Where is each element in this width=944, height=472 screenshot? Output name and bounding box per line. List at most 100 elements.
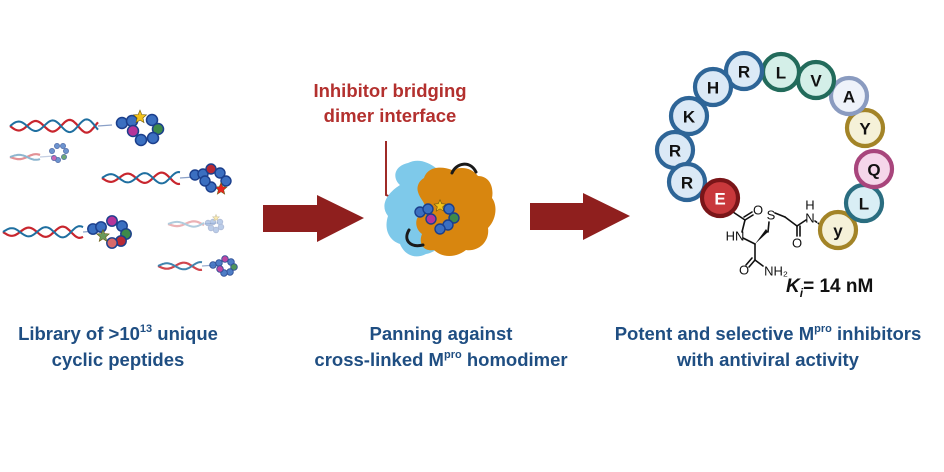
bond <box>767 221 770 233</box>
residue-letter: y <box>833 222 843 241</box>
residue-7: V <box>795 59 837 101</box>
residue-letter: K <box>683 108 696 127</box>
residue-circle <box>666 161 708 203</box>
bead-residue <box>230 263 238 271</box>
residue-letter: E <box>714 190 725 209</box>
bead-residue <box>207 224 215 232</box>
dna-helix <box>101 170 195 186</box>
bead-residue <box>212 226 220 234</box>
label-line1: Panning against <box>369 323 513 344</box>
bond <box>814 220 823 227</box>
residue-8: A <box>828 75 870 117</box>
bond <box>784 216 798 227</box>
residue-letter: R <box>738 63 750 82</box>
dna-helix <box>9 153 55 161</box>
residue-letter: H <box>707 79 719 98</box>
bead-residue <box>221 255 229 263</box>
residue-letter: R <box>669 142 681 161</box>
dna-helix <box>2 225 98 240</box>
bond <box>774 212 786 218</box>
bead-residue <box>106 215 118 227</box>
residue-circle <box>723 50 765 92</box>
residue-letter: Y <box>859 120 871 139</box>
atom-nh2: NH₂ <box>764 264 788 279</box>
bond <box>745 257 753 266</box>
callout-label: Inhibitor bridging dimer interface <box>300 78 480 128</box>
atom-o-amide: O <box>792 236 802 251</box>
atom-o-terminal: O <box>739 263 749 278</box>
bead-residue <box>60 143 66 149</box>
bead-residue <box>226 268 234 276</box>
protomer-b-orange <box>416 167 496 256</box>
step-label-inhibitors: Potent and selective Mpro inhibitors wit… <box>598 321 938 373</box>
residue-letter: A <box>843 88 855 107</box>
bead-residue <box>199 175 211 187</box>
bead-residue <box>115 116 129 130</box>
label-line2: cyclic peptides <box>51 349 185 370</box>
star-residue <box>132 109 148 124</box>
residue-1: R <box>666 161 708 203</box>
bead-residue <box>61 154 67 160</box>
bond <box>748 259 756 268</box>
residue-circle <box>828 75 870 117</box>
star-residue <box>96 228 110 242</box>
bead-residue <box>106 237 118 249</box>
bead-residue <box>214 167 226 179</box>
bead-residue <box>126 124 140 138</box>
crosslink-top <box>450 162 478 175</box>
residue-circle <box>844 107 886 149</box>
bead-residue <box>216 265 224 273</box>
label-line2: with antiviral activity <box>677 349 859 370</box>
atom-n: N <box>805 211 814 226</box>
arrow-step2-to-step3 <box>530 193 630 240</box>
atom-hn: HN <box>726 229 745 244</box>
bead-ring <box>87 215 132 249</box>
residue-10: Q <box>853 148 895 190</box>
bead-residue <box>134 133 148 147</box>
residue-letter: V <box>810 72 822 91</box>
bond <box>754 259 764 267</box>
dna-helix <box>167 220 219 228</box>
label-line1: Potent and selective Mpro inhibitors <box>614 323 922 344</box>
bond <box>743 211 753 218</box>
residue-circle <box>817 209 859 251</box>
bead-residue <box>220 175 232 187</box>
arrow-step1-to-step2 <box>263 195 364 242</box>
bead-residue <box>51 155 57 161</box>
dna-helix <box>157 261 217 271</box>
residue-12: y <box>817 209 859 251</box>
bond <box>732 211 746 221</box>
mpro-dimer-illustration <box>384 141 496 257</box>
bead-residue <box>217 223 225 231</box>
bound-cyclic-peptide <box>414 199 460 235</box>
bead-residue <box>54 143 60 149</box>
residue-letter: R <box>681 174 693 193</box>
atom-o-carbonyl: O <box>753 203 763 218</box>
callout-line1: Inhibitor bridging <box>313 80 467 101</box>
residue-0: E <box>699 177 741 219</box>
bead-ring <box>204 213 225 234</box>
bead-ring <box>209 255 238 277</box>
bond <box>742 237 756 245</box>
bond <box>796 219 807 227</box>
wedge-bond <box>755 229 768 244</box>
residue-6: L <box>760 51 802 93</box>
bead-residue <box>425 213 437 225</box>
star-residue <box>211 213 221 222</box>
residue-circle <box>699 177 741 219</box>
step-label-library: Library of >1013 unique cyclic peptides <box>0 321 236 373</box>
bead-residue <box>434 223 446 235</box>
ki-value-label: Ki= 14 nM <box>786 276 874 300</box>
bead-residue <box>146 131 160 145</box>
bead-residue <box>216 218 224 226</box>
bead-ring <box>189 163 232 195</box>
bead-ring <box>115 109 165 147</box>
bead-residue <box>145 113 159 127</box>
bead-residue <box>443 203 455 215</box>
bead-residue <box>49 148 55 154</box>
bond <box>741 219 746 233</box>
residue-circle <box>853 148 895 190</box>
bead-residue <box>95 221 107 233</box>
